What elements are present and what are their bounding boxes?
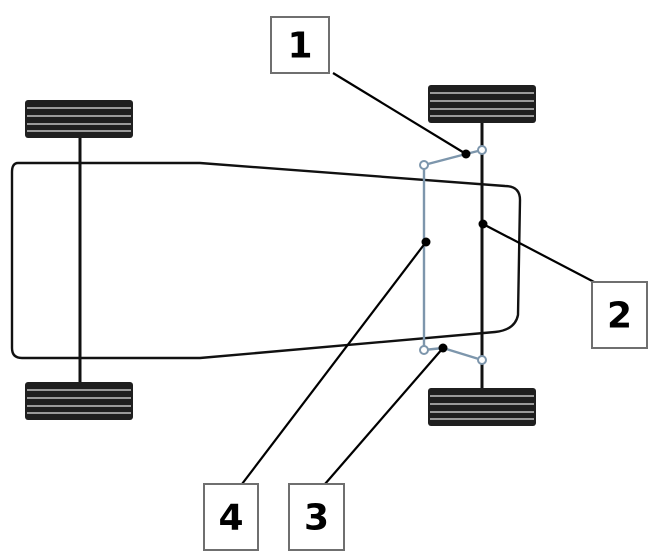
vehicle-frame — [10, 161, 522, 360]
leader-dot-1 — [461, 149, 471, 159]
label-2-text: 2 — [607, 296, 632, 337]
rear-left-tire — [25, 100, 133, 138]
pivot-top-left — [419, 160, 429, 170]
lower-steering-arm-joint — [442, 346, 483, 362]
leader-dot-4 — [421, 237, 431, 247]
label-1-text: 1 — [287, 26, 312, 67]
pivot-bottom-right — [477, 355, 487, 365]
label-4-text: 4 — [218, 498, 243, 539]
upper-steering-arm — [423, 152, 467, 167]
pivot-top-right — [477, 145, 487, 155]
leader-line-2 — [482, 223, 597, 284]
leader-dot-3 — [438, 343, 448, 353]
label-3-text: 3 — [304, 498, 329, 539]
front-left-tire — [428, 85, 536, 123]
front-right-tire — [428, 388, 536, 426]
pivot-bottom-left — [419, 345, 429, 355]
leader-line-1 — [332, 72, 467, 155]
leader-dot-2 — [478, 219, 488, 229]
label-box-4: 4 — [203, 483, 259, 551]
leader-line-3 — [324, 347, 444, 485]
leader-line-4 — [241, 241, 427, 485]
label-box-1: 1 — [270, 16, 330, 74]
label-box-3: 3 — [288, 483, 345, 551]
rear-right-tire — [25, 382, 133, 420]
label-box-2: 2 — [591, 281, 648, 349]
